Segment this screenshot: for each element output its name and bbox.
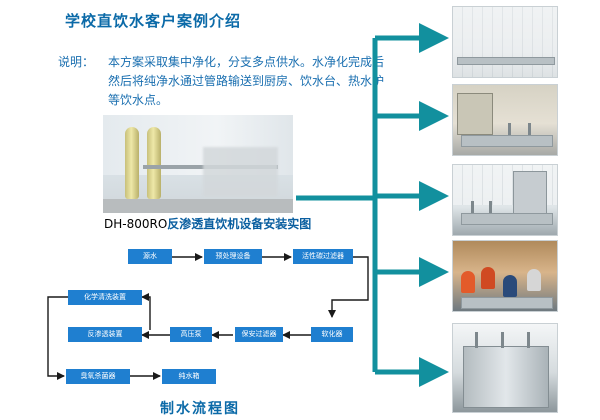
filter-tank <box>147 127 161 199</box>
photo-tap <box>528 123 531 135</box>
photo-ledge <box>457 57 555 65</box>
flow-box-source <box>128 249 172 264</box>
filter-tank <box>125 127 139 199</box>
caption-text: 反渗透直饮机设备安装实图 <box>167 217 312 231</box>
flow-label-chem: 化学清洗装置 <box>84 293 126 301</box>
flow-label-ro: 反渗透装置 <box>87 330 123 338</box>
flow-box-pump <box>170 327 212 342</box>
photo-tap <box>508 123 511 135</box>
photo-floor <box>103 199 293 213</box>
page-title: 学校直饮水客户案例介绍 <box>65 12 242 30</box>
flow-arrow <box>328 256 369 318</box>
flow-arrow <box>141 293 151 330</box>
flow-label-pretreat: 预处理设备 <box>215 252 251 260</box>
equipment-photo <box>103 115 293 213</box>
flow-label-softener: 软化器 <box>321 330 343 338</box>
flow-box-chem <box>68 290 142 305</box>
photo-tap <box>489 201 492 213</box>
flow-box-carbon <box>293 249 353 264</box>
photo-tap <box>471 201 474 213</box>
flow-chart-title: 制水流程图 <box>160 401 240 417</box>
photo-person <box>461 271 475 293</box>
description-text: 本方案采取集中净化，分支多点供水。水净化完成后然后将纯净水通过管路输送到厨房、饮… <box>108 55 385 107</box>
description: 说明： 本方案采取集中净化，分支多点供水。水净化完成后然后将纯净水通过管路输送到… <box>58 53 388 110</box>
photo-machine <box>203 147 278 197</box>
flow-box-pretreat <box>204 249 262 264</box>
flow-label-pump: 高压泵 <box>180 330 202 338</box>
flow-label-ozone: 臭氧杀菌器 <box>80 372 116 380</box>
flow-box-tank <box>162 369 216 384</box>
flow-label-tank: 纯水箱 <box>178 372 200 380</box>
photo-sink <box>461 297 553 309</box>
photo-caption: DH-800RO反渗透直饮机设备安装实图 <box>104 215 311 232</box>
photo-dispenser <box>463 346 549 408</box>
photo-cabinet <box>513 171 547 217</box>
flow-box-ro <box>68 327 142 342</box>
photo-cabinet <box>457 93 493 135</box>
flow-box-softener <box>311 327 353 342</box>
site-photo-5 <box>452 323 558 413</box>
photo-tap <box>475 332 478 348</box>
site-photo-1 <box>452 6 558 78</box>
photo-tap <box>527 332 530 348</box>
flow-label-security: 保安过滤器 <box>241 330 277 338</box>
photo-sink <box>461 213 553 225</box>
photo-sink <box>461 135 553 147</box>
photo-tiles <box>453 7 557 77</box>
site-photo-2 <box>452 84 558 156</box>
description-label: 说明： <box>58 55 95 69</box>
site-photo-3 <box>452 164 558 236</box>
photo-person <box>503 275 517 297</box>
flow-label-carbon: 活性碳过滤器 <box>302 252 344 260</box>
site-photo-4 <box>452 240 558 312</box>
photo-person <box>527 269 541 291</box>
caption-model: DH-800RO <box>104 217 168 231</box>
photo-person <box>481 267 495 289</box>
flow-label-source: 源水 <box>143 252 157 260</box>
flow-box-security <box>235 327 283 342</box>
flow-box-ozone <box>66 369 130 384</box>
photo-tap <box>501 332 504 348</box>
flow-arrow <box>47 296 68 380</box>
